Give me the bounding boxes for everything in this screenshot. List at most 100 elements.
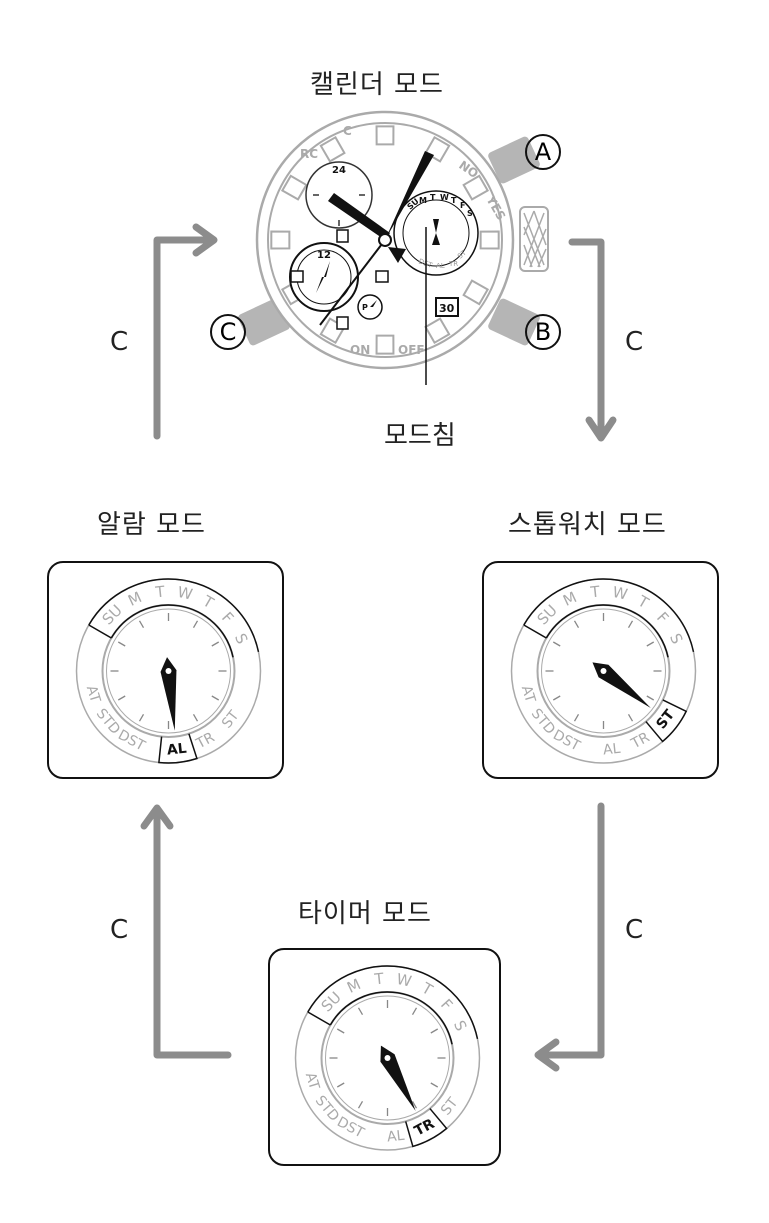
button-c-label: C xyxy=(210,314,246,350)
selected-mode-box xyxy=(158,733,198,764)
arrow-stopwatch-to-timer xyxy=(536,802,605,1059)
dial-tick-2 xyxy=(646,641,655,647)
bezel-index-8 xyxy=(375,334,395,355)
bezel-index-11 xyxy=(270,230,291,250)
c-label-left-top: C xyxy=(110,327,129,357)
c-label-right-bottom: C xyxy=(625,915,644,945)
dial-tick-8 xyxy=(336,1082,345,1088)
svg-text:S: S xyxy=(467,209,473,218)
day-label-t-2: T xyxy=(373,969,386,988)
dial-tick-5 xyxy=(411,1100,418,1109)
selected-mode-box xyxy=(404,1108,448,1148)
selected-mode-box xyxy=(645,699,688,743)
mode-label-tr: TR xyxy=(628,729,653,752)
dial-tick-4 xyxy=(211,695,220,701)
dial-tick-1 xyxy=(411,1007,418,1016)
bezel-index-2 xyxy=(375,125,395,146)
dial-tick-10 xyxy=(336,1028,345,1034)
dial-tick-7 xyxy=(138,713,145,722)
day-band-cap xyxy=(88,624,112,639)
dial-tick-10 xyxy=(117,641,126,647)
day-label-t-2: T xyxy=(154,582,167,601)
c-label-left-bottom: C xyxy=(110,915,129,945)
svg-text:W: W xyxy=(440,193,449,202)
pm-subdial: P xyxy=(357,294,383,320)
bezel-on: ON xyxy=(350,343,370,357)
dial-tick-11 xyxy=(573,620,580,629)
day-label-s-6: S xyxy=(666,631,686,647)
watch-illustration: RC C NO YES ON OFF 24 12 P SU M T W xyxy=(238,110,549,385)
arrow-calendar-to-stopwatch xyxy=(568,238,605,440)
dial-tick-2 xyxy=(211,641,220,647)
day-label-f-5: F xyxy=(653,609,672,627)
button-b-label: B xyxy=(525,314,561,350)
day-label-s-6: S xyxy=(231,631,251,647)
mode-hand-label: 모드침 xyxy=(384,421,456,451)
day-label-m-1: M xyxy=(560,588,579,610)
day-band-inner xyxy=(110,604,234,658)
svg-text:F: F xyxy=(460,201,465,210)
timer-mode-title: 타이머 모드 xyxy=(298,899,432,929)
day-band-inner xyxy=(329,991,453,1045)
calendar-mode-title: 캘린더 모드 xyxy=(310,70,444,100)
dial-tick-4 xyxy=(430,1082,439,1088)
day-band-outer xyxy=(307,965,479,1040)
day-label-w-3: W xyxy=(176,583,194,604)
day-label-f-5: F xyxy=(437,996,456,1014)
mode-subdial: SU M T W T F S DST AL TR ST xyxy=(393,190,479,276)
date-window: 30 xyxy=(435,297,459,317)
day-band-inner xyxy=(545,604,669,658)
arrow-timer-to-alarm xyxy=(153,806,232,1059)
bezel-index-5 xyxy=(479,230,500,250)
mode-label-al: AL xyxy=(166,741,187,759)
mode-hand xyxy=(380,1045,416,1111)
watch-hands xyxy=(319,151,434,326)
mode-hand xyxy=(592,662,651,708)
bezel-index-0 xyxy=(280,174,308,201)
dial-tick-2 xyxy=(430,1028,439,1034)
dial-inner-ring-2 xyxy=(541,608,666,734)
day-label-m-1: M xyxy=(344,975,363,997)
day-label-w-3: W xyxy=(395,970,413,991)
svg-text:TR: TR xyxy=(448,260,458,268)
day-label-w-3: W xyxy=(611,583,629,604)
mode-label-al: AL xyxy=(386,1128,405,1146)
dial-tick-8 xyxy=(552,695,561,701)
c-label-right-top: C xyxy=(625,327,644,357)
dial-tick-4 xyxy=(646,695,655,701)
bezel-off: OFF xyxy=(398,343,425,357)
crown-icon xyxy=(519,206,549,272)
dial-inner-ring-2 xyxy=(106,608,231,734)
stopwatch-mode-title: 스톱워치 모드 xyxy=(508,510,667,540)
hand-pivot xyxy=(165,668,172,674)
bezel-index-7 xyxy=(424,317,451,345)
day-band-outer xyxy=(523,578,695,653)
day-label-f-5: F xyxy=(218,609,237,627)
day-label-s-6: S xyxy=(450,1018,470,1034)
day-label-t-4: T xyxy=(199,592,218,613)
mode-label-tr: TR xyxy=(412,1116,438,1140)
bezel-index-4 xyxy=(462,174,490,201)
dial-tick-5 xyxy=(192,713,199,722)
day-label-t-2: T xyxy=(589,582,602,601)
day-band-cap xyxy=(307,1011,331,1026)
mode-label-at: AT xyxy=(518,684,538,705)
day-label-m-1: M xyxy=(125,588,144,610)
dial-tick-1 xyxy=(192,620,199,629)
dial-inner-ring-2 xyxy=(325,995,450,1121)
hand-pivot xyxy=(600,668,607,674)
svg-text:M: M xyxy=(419,196,427,205)
bezel-c: C xyxy=(343,124,352,138)
dial-tick-10 xyxy=(552,641,561,647)
bezel-index-6 xyxy=(462,279,490,306)
mode-label-at: AT xyxy=(83,684,103,705)
dial-tick-5 xyxy=(627,713,634,722)
hand-pivot xyxy=(384,1055,391,1061)
mode-label-st: ST xyxy=(219,707,243,731)
button-a-label: A xyxy=(525,134,561,170)
svg-text:12: 12 xyxy=(317,250,331,261)
